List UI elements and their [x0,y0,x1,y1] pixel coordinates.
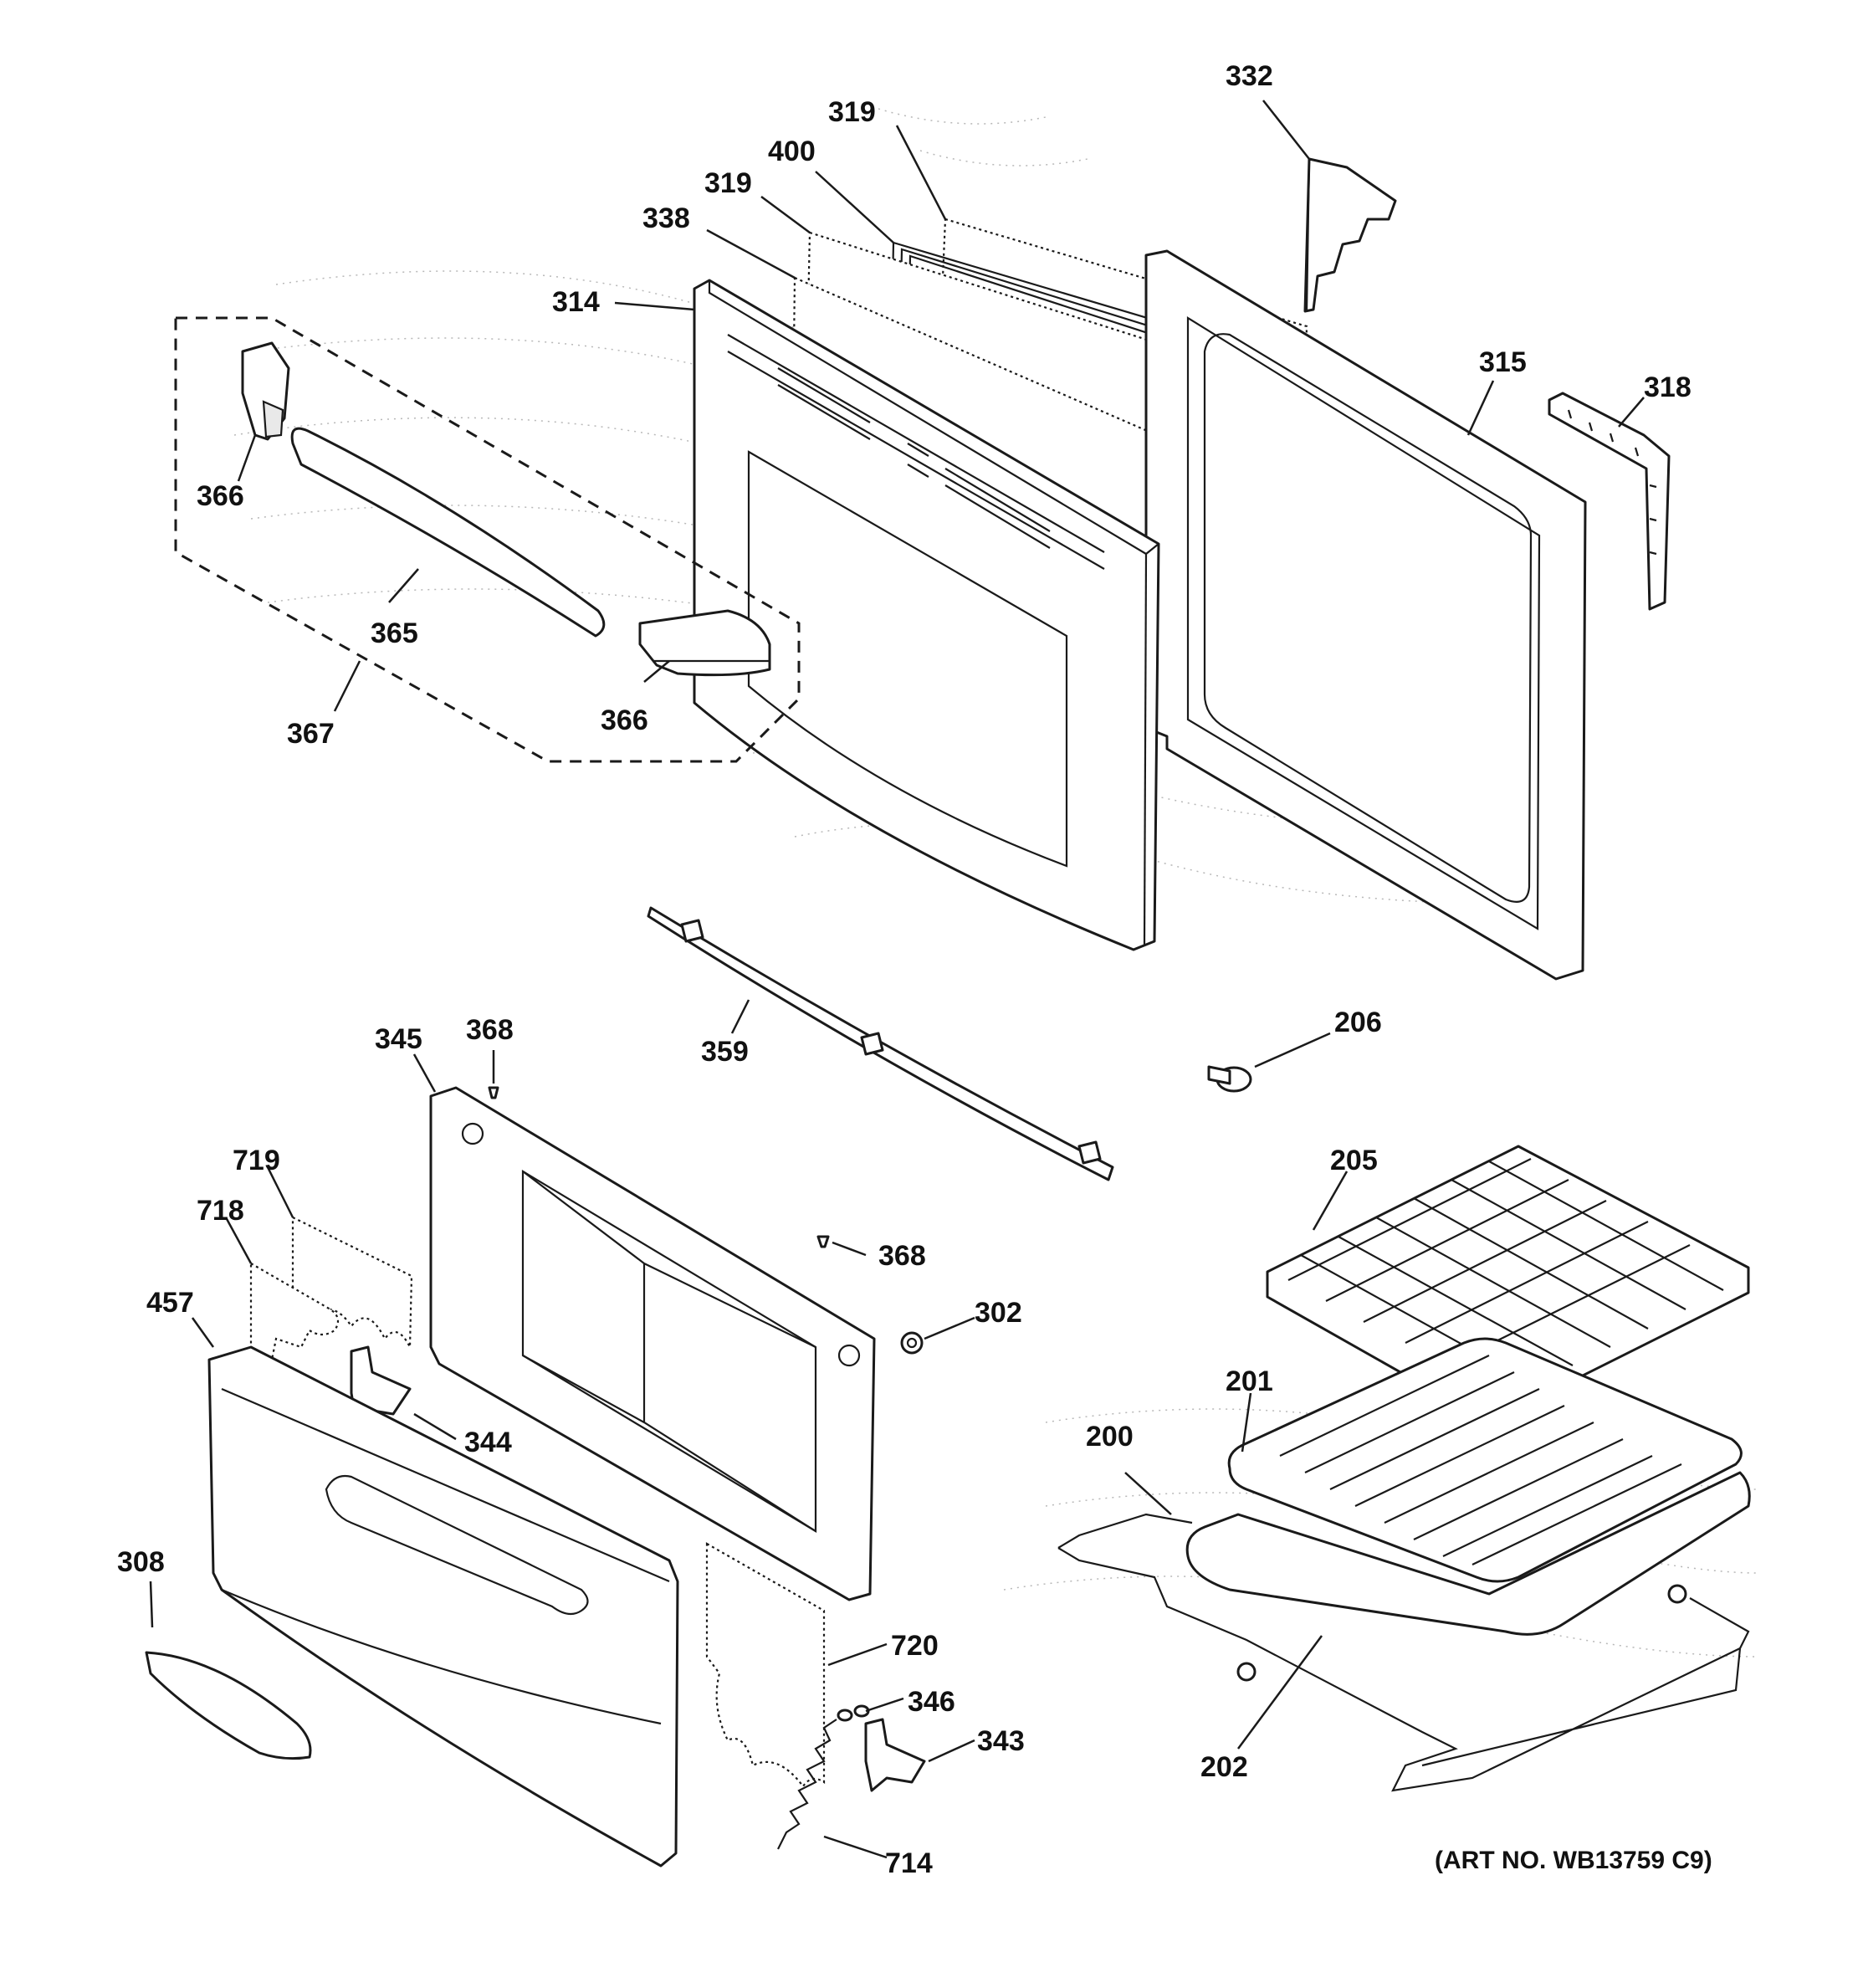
callout-205: 205 [1330,1145,1378,1176]
part-359-trim-strip [647,906,1114,1181]
part-206-screw [1207,1065,1252,1093]
part-719-insulation [291,1216,413,1348]
callout-367: 367 [287,718,335,750]
callout-206: 206 [1334,1007,1382,1038]
callout-457: 457 [146,1287,194,1319]
part-365-handle-bar [290,427,606,638]
callout-368-upper: 368 [466,1014,514,1046]
callout-366-right: 366 [601,705,648,736]
callout-718: 718 [197,1195,244,1227]
callout-365: 365 [371,617,418,649]
callout-366-left: 366 [197,480,244,512]
callout-346: 346 [908,1686,955,1718]
part-457-drawer-front [207,1345,679,1868]
callout-344: 344 [464,1427,512,1458]
part-720-insulation [705,1542,826,1788]
callout-319-back: 319 [828,96,876,128]
callout-719: 719 [233,1145,280,1176]
callout-400: 400 [768,136,816,167]
callout-302: 302 [975,1297,1022,1329]
part-368-screw-lower [816,1235,830,1248]
callout-314: 314 [552,286,600,318]
callout-200: 200 [1086,1421,1134,1453]
callout-202: 202 [1200,1751,1248,1783]
part-308-handle-trim [145,1651,312,1760]
callout-318: 318 [1644,371,1692,403]
part-366-end-cap-left [241,341,290,441]
callout-labels: 332 319 400 319 338 314 315 318 366 365 … [117,60,1712,1879]
part-200-broiler-rack [1057,1513,1750,1792]
part-367-handle-kit-outline [174,316,801,763]
part-346-washers [837,1704,870,1722]
part-202-broiler-pan [1185,1471,1751,1636]
callout-201: 201 [1226,1365,1273,1397]
callout-332: 332 [1226,60,1273,92]
part-302-nut [900,1331,924,1355]
callout-714: 714 [885,1847,933,1879]
part-318-vent-strip [1548,392,1671,611]
part-345-drawer-inner-panel [429,1086,876,1601]
art-number: (ART NO. WB13759 C9) [1435,1847,1712,1874]
callout-315: 315 [1479,346,1527,378]
leader-lines [149,100,1645,1859]
part-332-bracket [1303,157,1397,313]
callout-343: 343 [977,1725,1025,1757]
callout-720: 720 [891,1630,939,1662]
part-343-hinge [864,1718,926,1792]
part-205-oven-rack [1266,1145,1750,1424]
callout-319-front: 319 [704,167,752,199]
part-714-spring [777,1719,837,1850]
callout-338: 338 [642,202,690,234]
callout-345: 345 [375,1023,422,1055]
callout-368-lower: 368 [878,1240,926,1272]
part-718-insulation [249,1262,340,1361]
part-366-end-cap-right [638,609,771,677]
callout-359: 359 [701,1036,749,1068]
part-201-broiler-grid [1227,1337,1743,1583]
part-314-outer-door [693,279,1160,951]
callout-308: 308 [117,1546,165,1578]
part-368-screw-upper [488,1086,499,1099]
